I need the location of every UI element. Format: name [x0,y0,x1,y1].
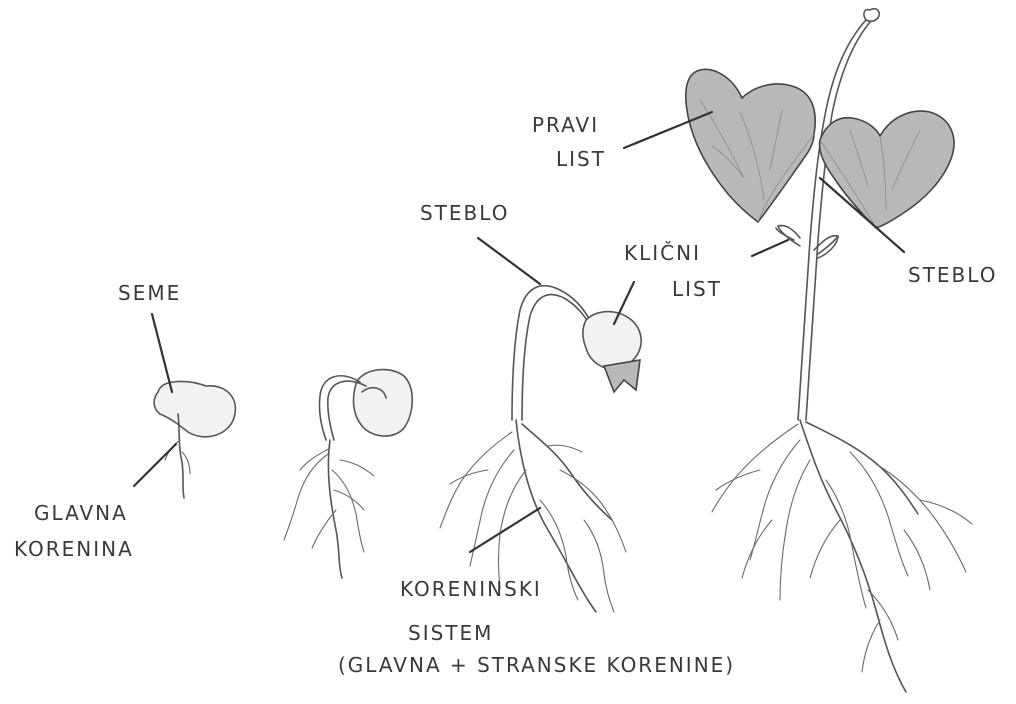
label-koreninski-line2: SISTEM [408,621,493,645]
leader-steblo-mid [478,238,540,284]
label-koreninski-line1: KORENINSKI [400,577,542,601]
cotyledon-casing-3 [604,360,640,392]
label-steblo-right: STEBLO [908,263,997,287]
stage-germinating [284,370,412,578]
main-stem-4 [798,20,866,420]
label-koreninski-line3: (GLAVNA + STRANSKE KORENINE) [338,653,735,677]
true-leaf-left [686,69,815,222]
top-bud [864,9,879,22]
seed-shape [154,381,235,436]
cotyledon-3 [583,312,641,369]
label-pravi-list-line1: PRAVI [532,113,599,137]
leader-glavna-korenina [134,444,176,486]
seed-shape-2 [354,370,413,436]
label-steblo-mid: STEBLO [420,201,509,225]
label-klicni-list-line1: KLIČNI [624,241,701,265]
leader-klicni-list-right [752,240,788,256]
leader-koreninski [470,508,540,552]
label-seme: SEME [118,281,181,305]
leader-seme [152,314,172,392]
label-glavna-korenina-line2: KORENINA [14,537,134,561]
stage-seedling [440,286,641,612]
label-klicni-list-line2: LIST [672,277,722,301]
stage-mature-plant [686,9,972,692]
label-glavna-korenina-line1: GLAVNA [34,501,128,525]
stage-seed [154,381,235,498]
label-pravi-list-line2: LIST [556,147,606,171]
